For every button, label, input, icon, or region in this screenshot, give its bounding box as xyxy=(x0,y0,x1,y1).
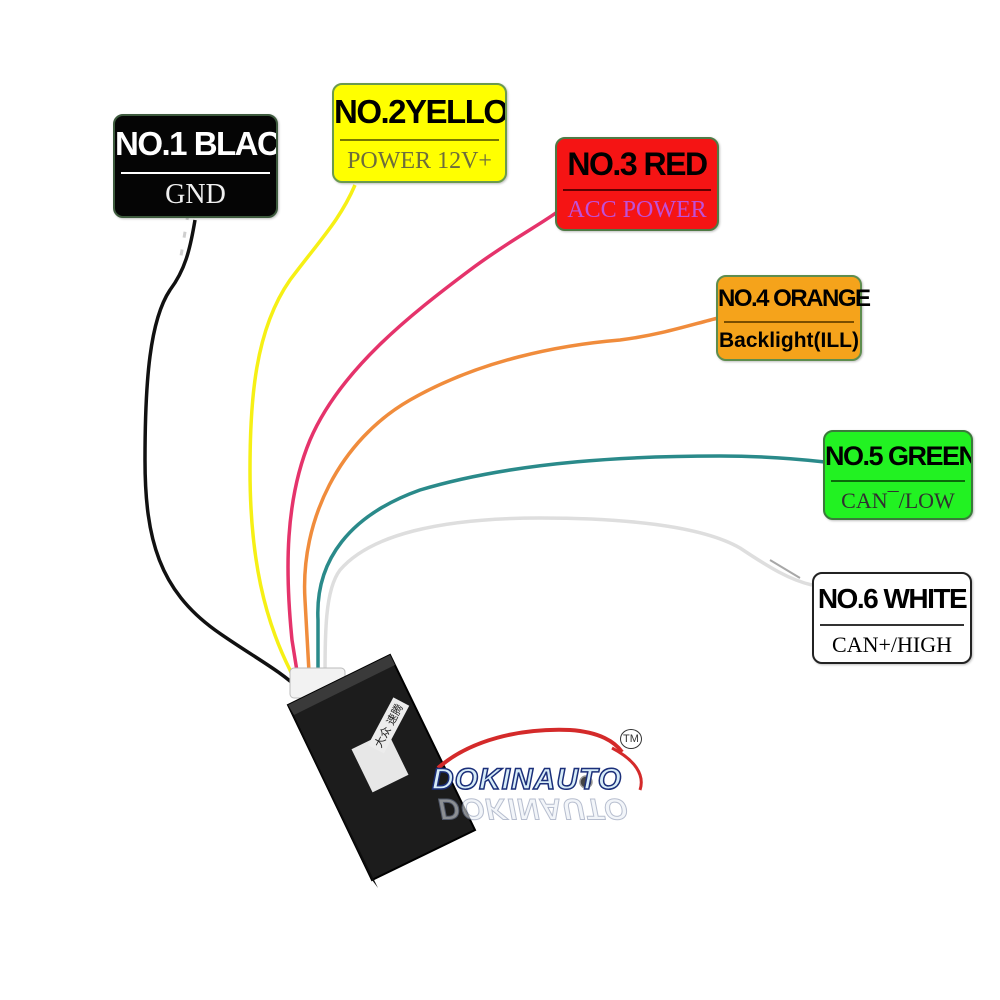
label-title: NO.1 BLACK xyxy=(115,125,278,162)
wire-black-tip xyxy=(178,213,190,263)
wire-orange xyxy=(302,316,719,691)
label-subtitle: Backlight(ILL) xyxy=(719,329,859,352)
brand-logo-reflection: DOKINAUTO xyxy=(438,792,629,826)
wire-green xyxy=(316,454,826,690)
label-wire-5-green: NO.5 GREEN CAN¯/LOW xyxy=(823,430,973,520)
label-divider xyxy=(340,139,499,141)
label-subtitle: GND xyxy=(165,179,226,210)
label-title: NO.4 ORANGE xyxy=(718,285,871,312)
wire-red xyxy=(286,208,562,691)
label-divider xyxy=(831,480,965,482)
label-wire-1-black: NO.1 BLACK GND xyxy=(113,114,278,218)
label-divider xyxy=(724,321,854,323)
label-wire-6-white: NO.6 WHITE CAN+/HIGH xyxy=(812,572,972,664)
label-divider xyxy=(820,624,964,626)
label-wire-4-orange: NO.4 ORANGE Backlight(ILL) xyxy=(716,275,871,361)
label-wire-3-red: NO.3 RED ACC POWER xyxy=(555,137,719,231)
label-divider xyxy=(563,189,711,191)
label-subtitle: CAN+/HIGH xyxy=(832,632,952,657)
label-title: NO.6 WHITE xyxy=(817,583,968,614)
label-title: NO.2YELLOW xyxy=(334,93,507,130)
wire-white xyxy=(323,516,813,691)
label-subtitle: CAN¯/LOW xyxy=(841,488,955,513)
brand-logo-text: DOKINAUTO xyxy=(431,762,623,797)
trademark-mark: TM xyxy=(620,729,642,749)
wire-black xyxy=(143,219,302,692)
label-subtitle: POWER 12V+ xyxy=(347,148,492,174)
label-wire-2-yellow: NO.2YELLOW POWER 12V+ xyxy=(332,83,507,183)
can-decoder-module xyxy=(286,653,477,888)
label-title: NO.3 RED xyxy=(567,146,708,182)
label-divider xyxy=(121,172,270,174)
wire-yellow xyxy=(248,184,357,691)
wire-white-tip xyxy=(769,559,801,579)
label-title: NO.5 GREEN xyxy=(825,441,973,471)
brand-logo: DOKINAUTO DOKINAUTO TM xyxy=(430,725,660,845)
label-subtitle: ACC POWER xyxy=(567,197,707,223)
brand-logo-mark xyxy=(436,727,643,791)
